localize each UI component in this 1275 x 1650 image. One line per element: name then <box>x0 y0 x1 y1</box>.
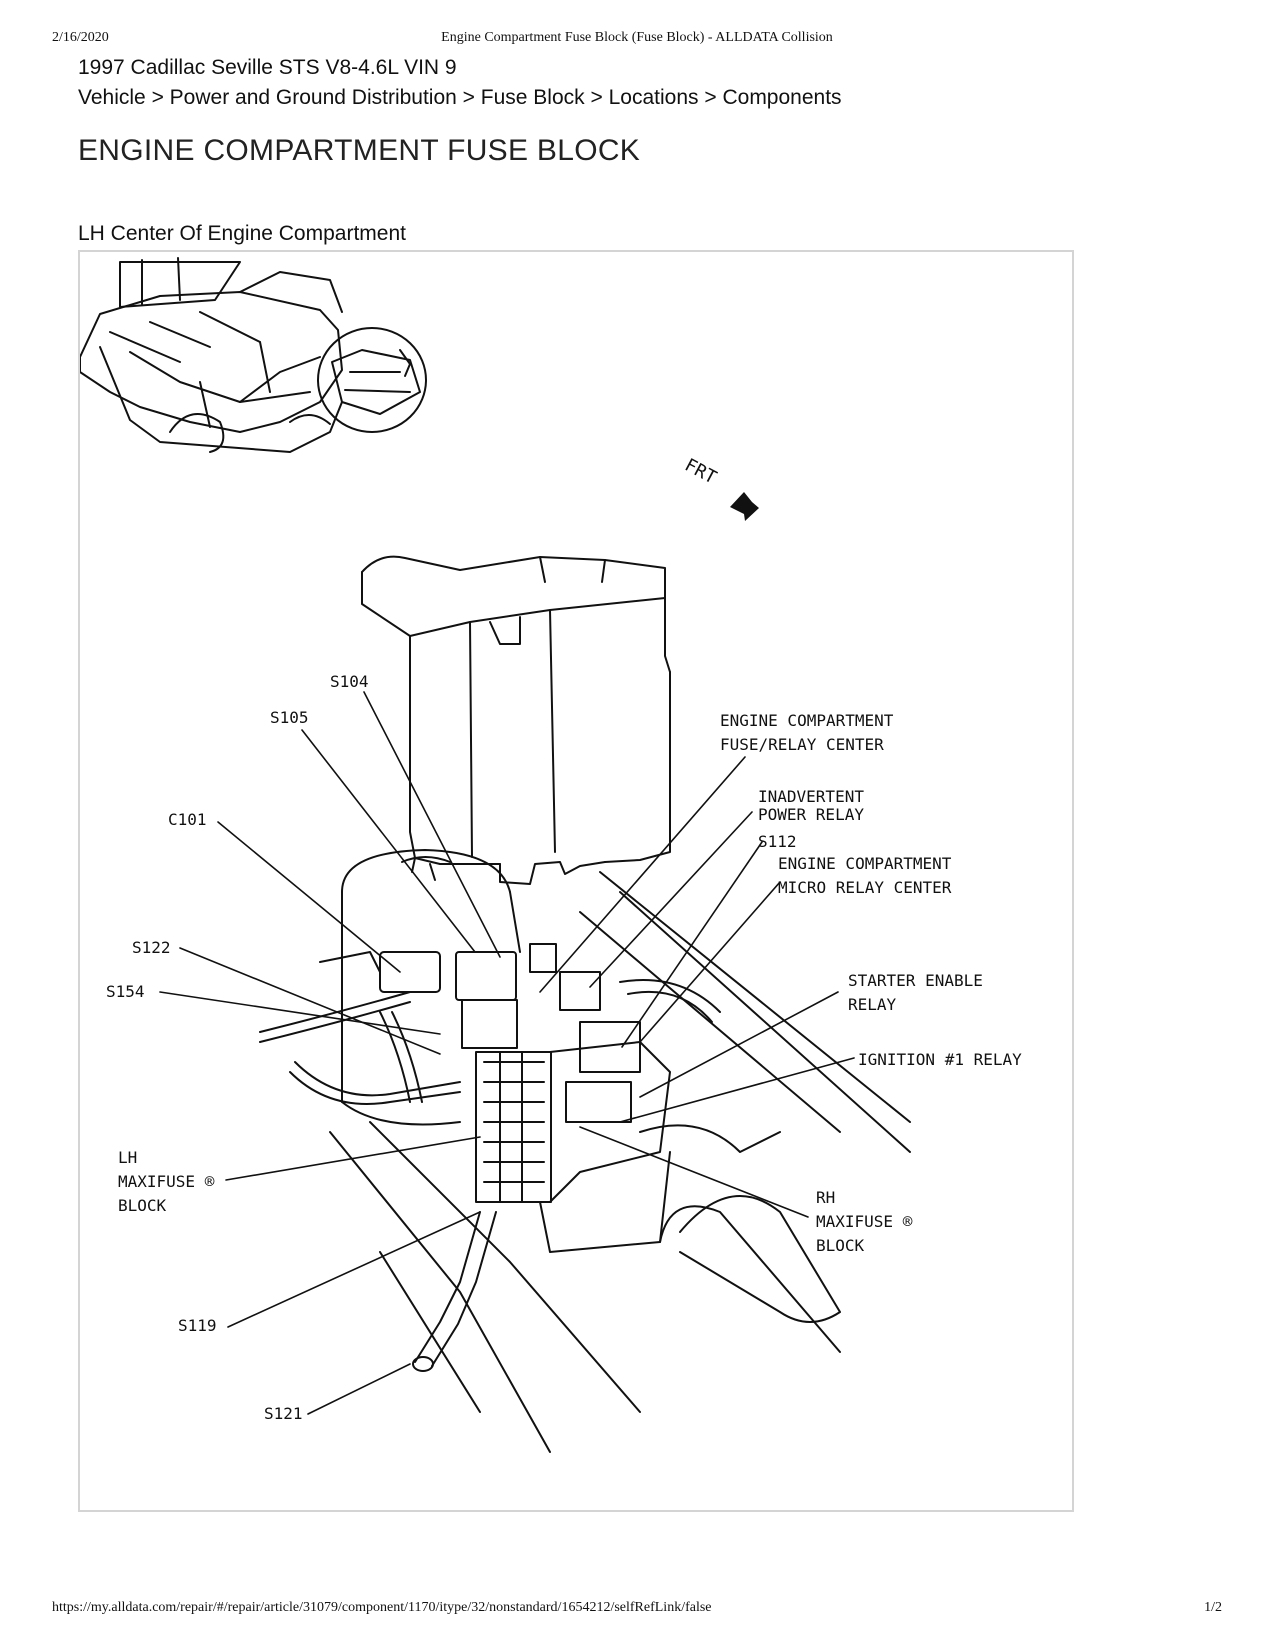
print-header: 2/16/2020 Engine Compartment Fuse Block … <box>52 30 1222 50</box>
reservoir-cylinder <box>341 849 521 1126</box>
callout-leader-lines <box>159 691 855 1415</box>
breadcrumb: Vehicle > Power and Ground Distribution … <box>78 86 842 110</box>
callout-rh-maxifuse-block: RH MAXIFUSE ® BLOCK <box>816 1188 913 1255</box>
vehicle-title: 1997 Cadillac Seville STS V8-4.6L VIN 9 <box>78 56 457 79</box>
wiring-harness <box>259 951 781 1372</box>
breadcrumb-components[interactable]: Components <box>722 86 842 109</box>
callout-s119: S119 <box>178 1316 217 1335</box>
callout-inadvertent-power-relay: INADVERTENT POWER RELAY <box>758 787 864 824</box>
callout-lh-maxifuse-block: LH MAXIFUSE ® BLOCK <box>118 1148 215 1215</box>
print-date: 2/16/2020 <box>52 30 109 45</box>
page-title: ENGINE COMPARTMENT FUSE BLOCK <box>78 134 641 167</box>
page-number: 1/2 <box>1204 1600 1222 1615</box>
callout-s154: S154 <box>106 982 145 1001</box>
component-location-diagram: FRT S104 S105 C101 S122 S154 ENGINE COMP… <box>78 250 1074 1512</box>
front-arrow-icon <box>730 492 759 521</box>
print-title: Engine Compartment Fuse Block (Fuse Bloc… <box>441 30 833 45</box>
breadcrumb-separator: > <box>462 86 475 109</box>
callout-engine-fuse-relay-center: ENGINE COMPARTMENT FUSE/RELAY CENTER <box>720 711 894 754</box>
callout-starter-enable-relay: STARTER ENABLE RELAY <box>848 971 983 1014</box>
breadcrumb-separator: > <box>151 86 164 109</box>
callout-c101: C101 <box>168 810 207 829</box>
footer-url: https://my.alldata.com/repair/#/repair/a… <box>52 1600 712 1615</box>
callout-ignition-1-relay: IGNITION #1 RELAY <box>858 1050 1022 1069</box>
section-title: LH Center Of Engine Compartment <box>78 222 406 245</box>
callout-s112: S112 <box>758 832 797 851</box>
callout-s105: S105 <box>270 708 309 727</box>
breadcrumb-power-ground[interactable]: Power and Ground Distribution <box>169 86 457 109</box>
diagram-drawing <box>80 257 911 1453</box>
breadcrumb-vehicle[interactable]: Vehicle <box>78 86 146 109</box>
callout-s122: S122 <box>132 938 171 957</box>
fuse-relay-center-housing <box>361 555 671 885</box>
breadcrumb-separator: > <box>704 86 717 109</box>
body-structure-lines <box>329 871 911 1453</box>
breadcrumb-locations[interactable]: Locations <box>608 86 699 109</box>
vehicle-overview-illustration <box>80 257 427 453</box>
breadcrumb-fuse-block[interactable]: Fuse Block <box>480 86 585 109</box>
callout-s121: S121 <box>264 1404 303 1423</box>
callout-s104: S104 <box>330 672 369 691</box>
callout-engine-micro-relay-center: ENGINE COMPARTMENT MICRO RELAY CENTER <box>778 854 952 897</box>
breadcrumb-separator: > <box>590 86 603 109</box>
